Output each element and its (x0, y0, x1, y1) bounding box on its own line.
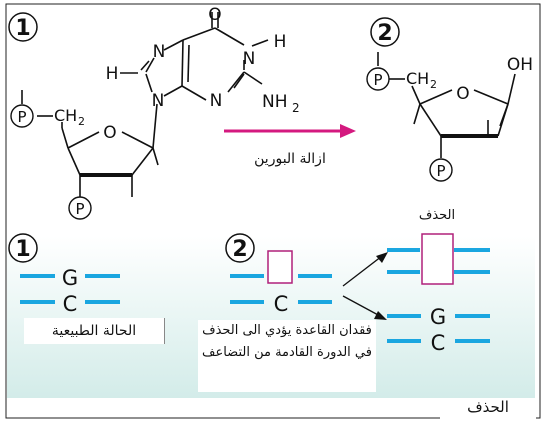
duplex-abasic: C (230, 250, 332, 316)
abasic-gap-box (267, 250, 293, 284)
panel-number-top-right: 2 (370, 17, 400, 47)
label-explain-box: فقدان القاعدة يؤدي الى الحذف في الدورة ا… (198, 320, 376, 392)
atom-ch2-sub-right: 2 (430, 78, 437, 91)
atom-oh: OH (507, 55, 533, 75)
atom-ch2: CH (54, 106, 77, 125)
base-c-abasic: C (274, 292, 289, 316)
svg-text:2: 2 (232, 237, 247, 262)
branch-arrows (342, 252, 388, 320)
atom-o: O (208, 5, 221, 25)
depurination-label: ازالة البورين (254, 151, 326, 167)
abasic-atoms: CH 2 O OH (406, 55, 533, 104)
svg-text:1: 1 (15, 16, 30, 41)
base-g-restored: G (430, 305, 446, 329)
duplex-normal: G C (20, 266, 120, 316)
label-deletion-bottom-box: الحذف (440, 398, 536, 420)
atom-ch2-sub: 2 (78, 115, 85, 128)
phosphate-left-bottom: P (68, 196, 92, 220)
svg-text:P: P (17, 108, 26, 126)
panel-number-bottom-mid: 2 (225, 233, 255, 263)
atom-o-sugar: O (103, 123, 116, 143)
panel-number-bottom-left: 1 (8, 233, 38, 263)
label-explain: فقدان القاعدة يؤدي الى الحذف في الدورة ا… (202, 323, 372, 360)
duplex-deletion (387, 233, 490, 285)
base-c-normal: C (63, 292, 78, 316)
phosphate-left-top: P (10, 104, 34, 128)
label-deletion-top: الحذف (419, 208, 455, 223)
atom-nh2-sub: 2 (292, 101, 300, 115)
base-g-normal: G (62, 266, 78, 290)
atom-o-sugar-right: O (456, 84, 469, 104)
base-c-restored: C (431, 331, 446, 355)
abasic-site-structure (377, 52, 516, 158)
svg-text:P: P (436, 162, 445, 180)
atom-n3: N (210, 91, 223, 111)
phosphate-right-top: P (366, 67, 390, 91)
svg-text:2: 2 (377, 21, 392, 46)
label-normal: الحالة الطبيعية (51, 323, 137, 339)
svg-text:P: P (75, 200, 84, 218)
guanine-atoms: O N N H H N N NH 2 CH 2 O (54, 5, 300, 143)
atom-n7: N (153, 42, 166, 62)
svg-text:1: 1 (15, 237, 30, 262)
phosphate-right-bottom: P (429, 158, 453, 182)
reaction-arrow (224, 124, 356, 138)
svg-text:P: P (373, 71, 382, 89)
deletion-gap-box (421, 233, 454, 285)
atom-ch2-right: CH (406, 69, 429, 88)
panel-number-top-left: 1 (8, 12, 38, 42)
atom-h-n1: H (274, 32, 287, 52)
guanine-structure (21, 12, 269, 197)
atom-nh2: NH (262, 92, 288, 112)
atom-n1: N (243, 49, 256, 69)
duplex-restored: G C (387, 305, 490, 355)
label-normal-box: الحالة الطبيعية (24, 318, 165, 344)
frame-border (5, 3, 541, 419)
atom-n9: N (152, 91, 165, 111)
atom-h-c8: H (106, 64, 119, 84)
label-deletion-bottom: الحذف (467, 398, 509, 416)
